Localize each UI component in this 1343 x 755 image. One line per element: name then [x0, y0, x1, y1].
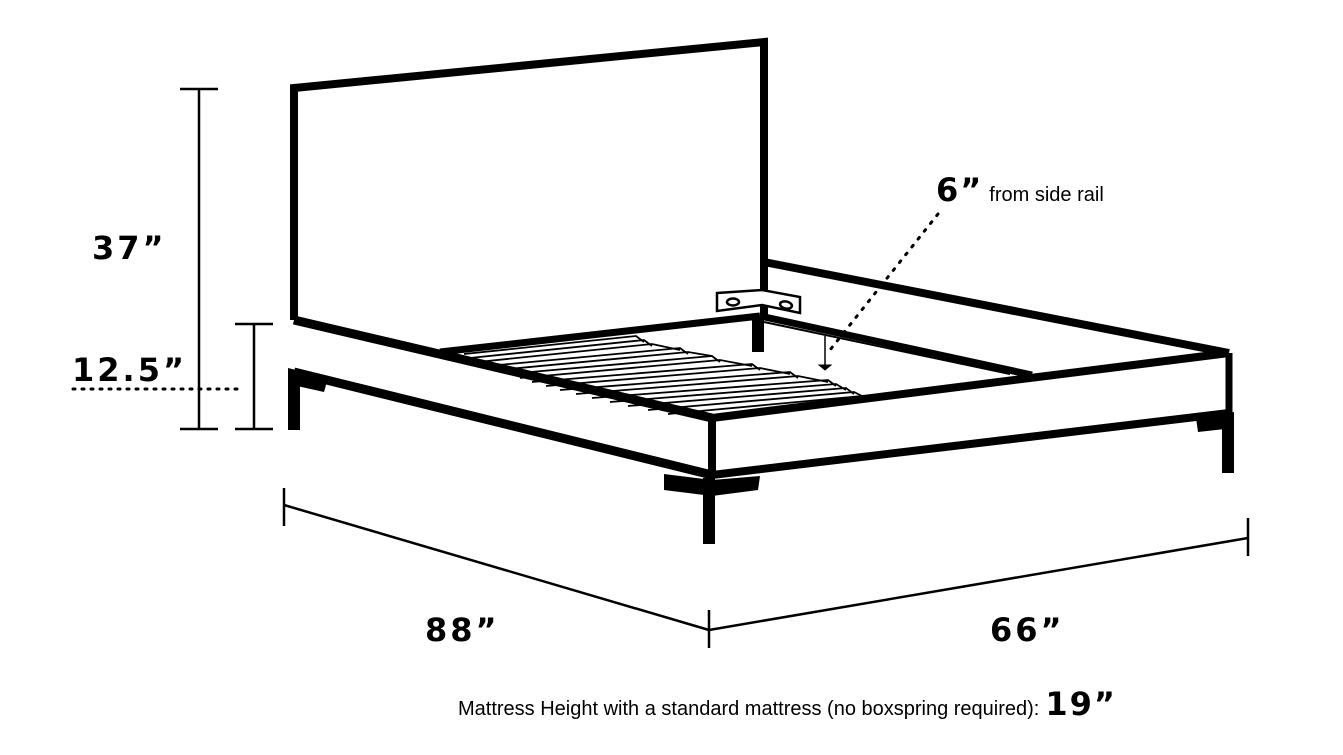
slat-offset-callout: 6”from side rail: [936, 174, 1104, 206]
far-side-rail: [763, 258, 1230, 357]
callout-value: 6”: [936, 171, 984, 209]
rail-height-label: 12.5”: [72, 351, 187, 389]
mattress-height-value: 19”: [1045, 685, 1117, 723]
headboard: [290, 37, 768, 320]
dim-rail-height: [235, 322, 273, 431]
slats: [463, 335, 871, 415]
mattress-height-text: Mattress Height with a standard mattress…: [458, 698, 1040, 720]
callout-text: from side rail: [989, 184, 1104, 206]
headboard-height-label: 37”: [92, 229, 167, 267]
dim-headboard-height: [180, 87, 218, 431]
dim-width: [708, 518, 1250, 632]
dotted-leader-callout: [828, 212, 940, 352]
width-label: 66”: [990, 611, 1065, 649]
inner-leg: [752, 318, 764, 352]
mattress-height-note: Mattress Height with a standard mattress…: [458, 688, 1117, 720]
foot-rail: [708, 349, 1233, 479]
inner-frame: [439, 312, 1033, 379]
length-label: 88”: [425, 611, 500, 649]
headboard-bracket: [715, 288, 802, 315]
near-side-rail: [292, 315, 714, 480]
arrow-down-icon: [817, 336, 833, 371]
legs: [288, 368, 1234, 544]
